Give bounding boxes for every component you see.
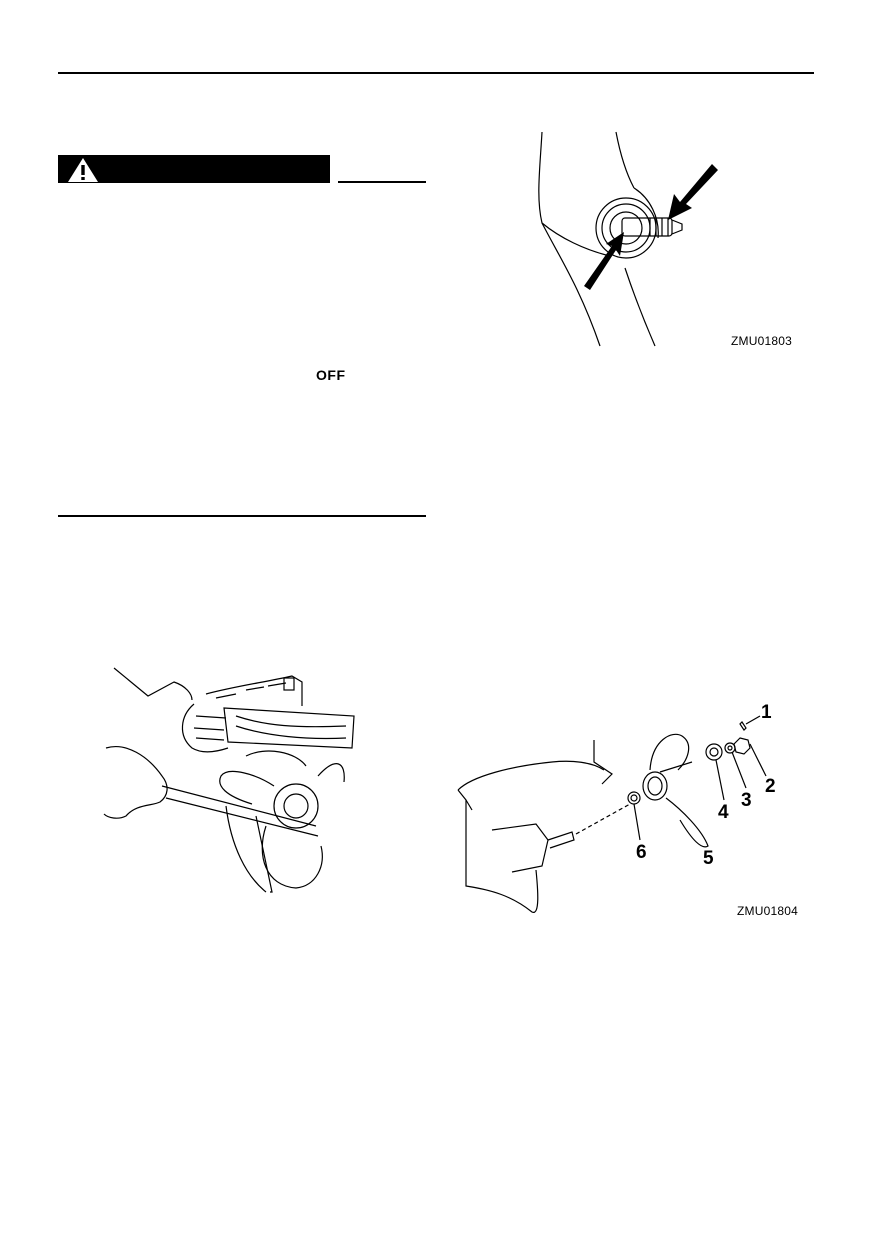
callout-5: 5 (703, 848, 714, 869)
figure-code-1804: ZMU01804 (737, 904, 798, 918)
callout-2: 2 (765, 776, 776, 797)
callout-3: 3 (741, 790, 752, 811)
off-position-label: OFF (316, 367, 346, 383)
header-rule (58, 72, 814, 74)
propeller-parts-diagram (457, 715, 767, 913)
section-rule (58, 515, 426, 517)
propeller-shaft-illustration (538, 131, 718, 347)
callout-1: 1 (761, 702, 772, 723)
warning-triangle-icon (68, 158, 98, 182)
callout-6: 6 (636, 842, 647, 863)
propeller-removal-illustration (103, 667, 355, 893)
warning-banner (58, 155, 330, 183)
callout-4: 4 (718, 802, 729, 823)
warning-underline (338, 181, 426, 183)
figure-code-1803: ZMU01803 (731, 334, 792, 348)
